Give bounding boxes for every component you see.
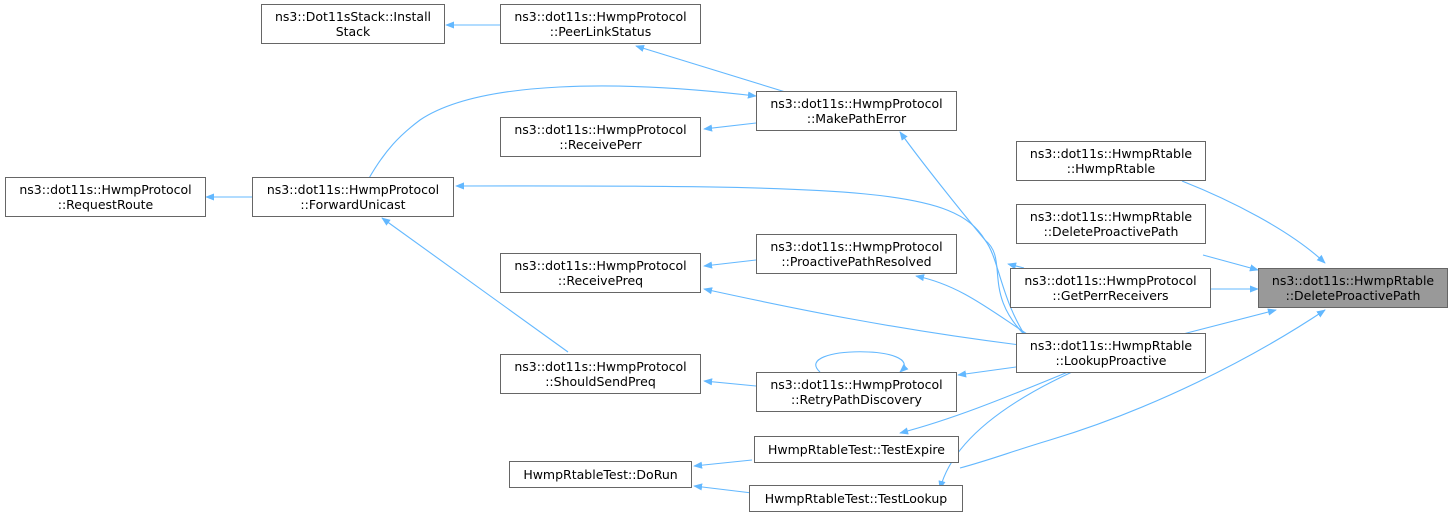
node-rtable-deleteproactivepath[interactable]: ns3::dot11s::HwmpRtable ::DeleteProactiv… bbox=[1016, 204, 1206, 244]
edge-focus-to-lookupproactive bbox=[1182, 308, 1277, 335]
node-label-line: ::GetPerrReceivers bbox=[1052, 288, 1169, 303]
node-label-line: ::ProactivePathResolved bbox=[781, 254, 932, 269]
edge-lookupproactive-to-testlookup bbox=[938, 371, 1073, 490]
node-label-line: ::ShouldSendPreq bbox=[545, 374, 656, 389]
node-label-line: ::ReceivePerr bbox=[559, 137, 642, 152]
node-label-line: ns3::dot11s::HwmpProtocol bbox=[770, 96, 943, 111]
edge-makepatherror-to-peerlinkstatus bbox=[635, 44, 793, 95]
edge-lookupproactive-to-proactivepathresolved bbox=[915, 274, 1031, 337]
node-label-line: ::LookupProactive bbox=[1055, 353, 1167, 368]
node-lookupproactive[interactable]: ns3::dot11s::HwmpRtable ::LookupProactiv… bbox=[1016, 333, 1206, 373]
edge-focus-to-rtable-deleteproactive bbox=[1202, 254, 1259, 272]
node-label-line: ::RetryPathDiscovery bbox=[791, 392, 922, 407]
edge-testlookup-to-dorun bbox=[693, 483, 753, 494]
node-label-line: ::PeerLinkStatus bbox=[549, 24, 652, 39]
node-shouldsendpreq[interactable]: ns3::dot11s::HwmpProtocol ::ShouldSendPr… bbox=[500, 354, 701, 394]
edge-lookupproactive-to-retrypathdiscovery bbox=[957, 366, 1017, 378]
edge-shouldsendpreq-to-forwardunicast bbox=[381, 217, 569, 353]
node-label-line: ns3::dot11s::HwmpProtocol bbox=[19, 182, 192, 197]
node-label-line: ::DeleteProactivePath bbox=[1285, 288, 1421, 303]
node-dorun[interactable]: HwmpRtableTest::DoRun bbox=[509, 461, 692, 488]
node-label-line: ns3::dot11s::HwmpRtable bbox=[1271, 273, 1435, 288]
edge-retrypathdiscovery-self bbox=[815, 351, 909, 373]
node-receiveperr[interactable]: ns3::dot11s::HwmpProtocol ::ReceivePerr bbox=[500, 117, 701, 157]
node-receivepreq[interactable]: ns3::dot11s::HwmpProtocol ::ReceivePreq bbox=[500, 253, 701, 293]
node-label-line: ns3::dot11s::HwmpProtocol bbox=[514, 9, 687, 24]
node-forwardunicast[interactable]: ns3::dot11s::HwmpProtocol ::ForwardUnica… bbox=[252, 177, 454, 217]
edge-proactivepathresolved-to-receivepreq bbox=[703, 259, 757, 269]
node-label-line: ns3::dot11s::HwmpProtocol bbox=[770, 239, 943, 254]
node-retrypathdiscovery[interactable]: ns3::dot11s::HwmpProtocol ::RetryPathDis… bbox=[756, 372, 957, 412]
node-requestroute[interactable]: ns3::dot11s::HwmpProtocol ::RequestRoute bbox=[5, 177, 206, 217]
node-testlookup[interactable]: HwmpRtableTest::TestLookup bbox=[749, 485, 963, 512]
node-label-line: ns3::dot11s::HwmpRtable bbox=[1029, 338, 1193, 353]
node-label-line: ::HwmpRtable bbox=[1066, 161, 1156, 176]
node-getperrreceivers[interactable]: ns3::dot11s::HwmpProtocol ::GetPerrRecei… bbox=[1010, 268, 1211, 308]
node-label-line: ns3::dot11s::HwmpProtocol bbox=[514, 258, 687, 273]
node-label-line: ns3::dot11s::HwmpRtable bbox=[1029, 209, 1193, 224]
edge-lookupproactive-to-testexpire bbox=[899, 371, 1069, 435]
node-proactivepathresolved[interactable]: ns3::dot11s::HwmpProtocol ::ProactivePat… bbox=[756, 234, 957, 274]
node-label-line: Stack bbox=[335, 24, 371, 39]
node-label-line: ns3::dot11s::HwmpProtocol bbox=[266, 182, 440, 197]
node-testexpire[interactable]: HwmpRtableTest::TestExpire bbox=[754, 436, 959, 463]
node-dot11sstack-installstack[interactable]: ns3::Dot11sStack::Install Stack bbox=[261, 4, 445, 44]
node-focus-deleteproactivepath: ns3::dot11s::HwmpRtable ::DeleteProactiv… bbox=[1258, 268, 1448, 308]
node-makepatherror[interactable]: ns3::dot11s::HwmpProtocol ::MakePathErro… bbox=[756, 91, 957, 131]
node-label-line: HwmpRtableTest::TestExpire bbox=[768, 442, 945, 457]
node-label-line: ns3::Dot11sStack::Install bbox=[274, 9, 432, 24]
node-label-line: ns3::dot11s::HwmpProtocol bbox=[514, 122, 687, 137]
edge-getperrreceivers-to-lookupproactive bbox=[1007, 262, 1025, 270]
edge-makepatherror-to-receiveperr bbox=[703, 122, 757, 132]
node-label-line: HwmpRtableTest::DoRun bbox=[523, 467, 678, 482]
node-label-line: ns3::dot11s::HwmpRtable bbox=[1029, 146, 1193, 161]
edge-lookupproactive-to-forwardunicast bbox=[455, 182, 1031, 344]
node-label-line: ns3::dot11s::HwmpProtocol bbox=[514, 359, 687, 374]
node-hwmprtable-constructor[interactable]: ns3::dot11s::HwmpRtable ::HwmpRtable bbox=[1016, 141, 1206, 181]
node-label-line: ::MakePathError bbox=[806, 111, 907, 126]
node-label-line: ::DeleteProactivePath bbox=[1043, 224, 1179, 239]
node-label-line: ::ForwardUnicast bbox=[300, 197, 406, 212]
node-label-line: ns3::dot11s::HwmpProtocol bbox=[1024, 273, 1197, 288]
node-label-line: ::ReceivePreq bbox=[557, 273, 644, 288]
node-label-line: ns3::dot11s::HwmpProtocol bbox=[770, 377, 943, 392]
node-label-line: ::RequestRoute bbox=[57, 197, 154, 212]
edge-retrypathdiscovery-to-shouldsendpreq bbox=[703, 378, 757, 387]
edge-testexpire-to-dorun bbox=[693, 459, 753, 469]
edge-makepatherror-to-forwardunicast bbox=[367, 85, 757, 181]
edge-lookupproactive-to-receivepreq bbox=[703, 287, 1021, 346]
node-peerlinkstatus[interactable]: ns3::dot11s::HwmpProtocol ::PeerLinkStat… bbox=[500, 4, 701, 44]
node-label-line: HwmpRtableTest::TestLookup bbox=[764, 491, 948, 506]
edge-focus-to-testlookup bbox=[959, 309, 1326, 469]
edge-focus-to-hwmprtable-ctor bbox=[1181, 180, 1326, 264]
